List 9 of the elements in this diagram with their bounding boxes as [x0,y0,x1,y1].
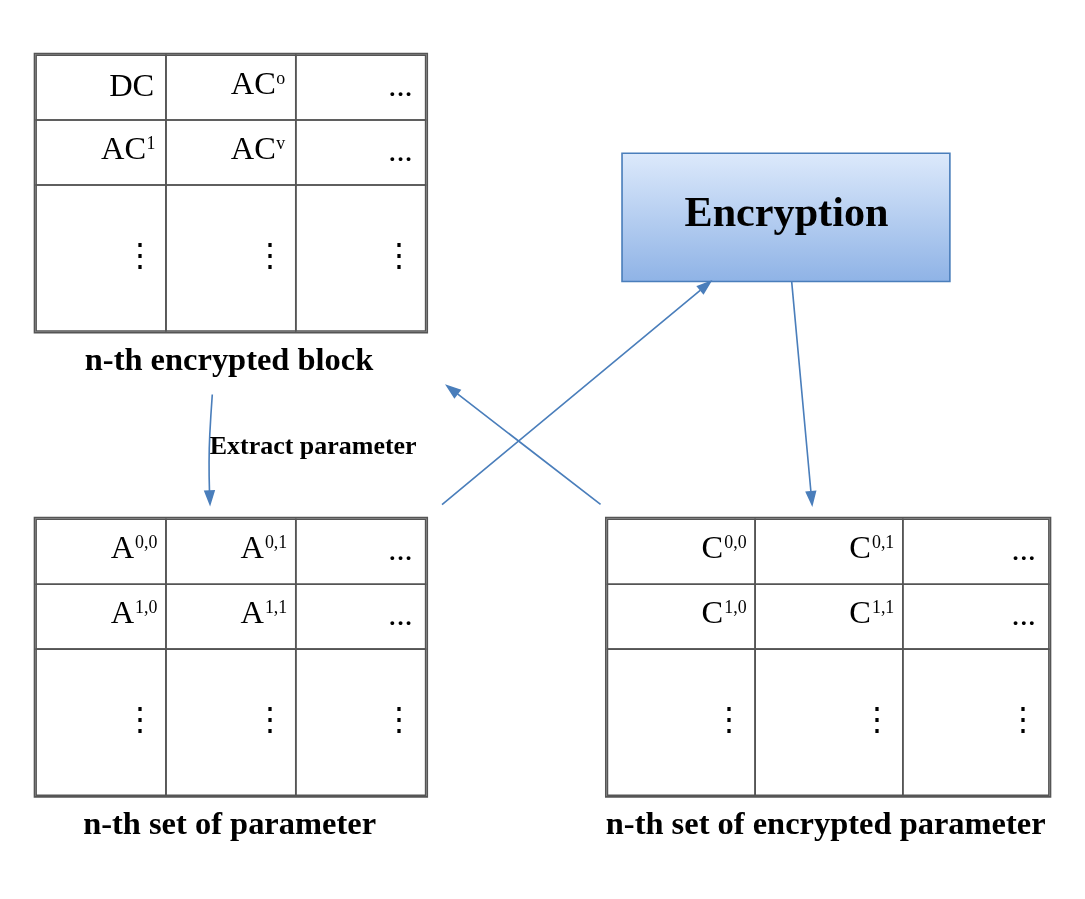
arrow [790,280,817,508]
arrow [441,280,713,506]
arrow [445,384,602,506]
node-label: n-th encrypted block [84,340,374,377]
edge-label: Extract parameter [209,431,417,461]
node-label: n-th set of encrypted parameter [605,805,1046,842]
arrow [203,393,216,507]
node-box: Encryption [621,152,951,283]
node-label: n-th set of parameter [83,805,377,842]
